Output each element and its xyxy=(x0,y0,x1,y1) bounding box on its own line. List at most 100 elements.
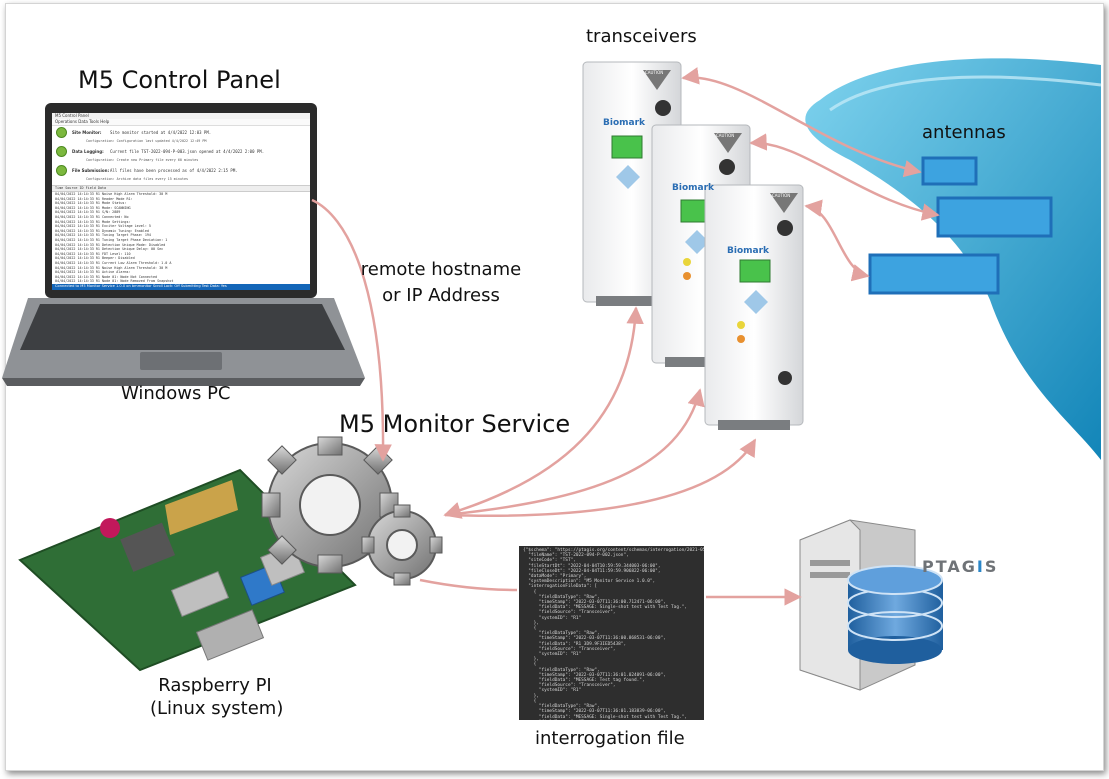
ptagis-logo-text: I xyxy=(976,557,985,576)
status-message: All files have been processed as of 4/4/… xyxy=(110,168,238,173)
json-line: "fieldDataType": "Raw", xyxy=(523,704,600,710)
status-ok-icon xyxy=(56,165,67,176)
json-line: "systemID": "R1" xyxy=(523,615,582,621)
status-row-site-monitor: Site Monitor: Site monitor started at 4/… xyxy=(52,126,310,139)
log-row[interactable]: 04/04/2022 14:14:33 R1 Node 01: Node Rem… xyxy=(55,279,174,284)
log-row[interactable]: 04/04/2022 14:14:33 R1 Current Low Alarm… xyxy=(55,260,172,265)
transceivers-label: transceivers xyxy=(586,26,697,47)
log-row[interactable]: 04/04/2022 14:14:33 R1 Mode Status: xyxy=(55,201,127,206)
arrow-service-to-transceiver-2 xyxy=(444,388,705,517)
log-row[interactable]: 04/04/2022 14:14:33 R1 FDT Level: 110 xyxy=(55,251,131,256)
arrow-antenna-2-to-transceiver-2 xyxy=(749,133,940,221)
json-line: }, xyxy=(523,693,539,699)
monitor-service-title: M5 Monitor Service xyxy=(339,410,571,438)
log-row[interactable]: 04/04/2022 14:14:33 R1 Connected: No xyxy=(55,214,129,219)
json-line: "fieldDataType": "Raw", xyxy=(523,594,600,600)
json-line: "siteCode": "TST", xyxy=(523,558,576,564)
json-line: "dataMode": "Primary", xyxy=(523,574,587,580)
caution-label: CAUTION xyxy=(772,193,791,198)
json-line: "fieldDataType": "Raw", xyxy=(523,667,600,673)
json-line: }, xyxy=(523,620,539,626)
json-line: "fileStartDt": "2022-04-04T10:59:59.3440… xyxy=(523,563,661,569)
raspberry-pi-label: Raspberry PI xyxy=(158,675,272,696)
json-line: "fieldSource": "Transceiver", xyxy=(523,610,616,616)
json-line: "fieldDataType": "Raw", xyxy=(523,631,600,637)
json-line: { xyxy=(523,626,537,632)
interrogation-file-label: interrogation file xyxy=(535,728,685,749)
arrow-service-to-transceiver-3 xyxy=(444,438,757,517)
log-row[interactable]: 04/04/2022 14:14:33 R1 Reader Mode R1: xyxy=(55,196,133,201)
status-config: Configuration: Configuration last update… xyxy=(86,139,207,143)
control-panel-screen: M5 Control Panel Operations Data Tools H… xyxy=(52,113,310,290)
json-line: "fieldData": "MESSAGE: Test tag found.", xyxy=(523,678,645,684)
database-icon xyxy=(847,565,943,664)
json-line: "timeStamp": "2022-03-07T11:36:01.183839… xyxy=(523,709,666,715)
json-line: "fieldData": "MESSAGE: Single-shot test … xyxy=(523,605,687,611)
log-row[interactable]: 04/04/2022 14:14:33 R1 Beeper: Disabled xyxy=(55,256,135,261)
caution-label: CAUTION xyxy=(645,70,664,75)
caution-label: CAUTION xyxy=(716,133,735,138)
log-row[interactable]: 04/04/2022 14:14:33 R1 Active Alarms: xyxy=(55,270,131,275)
json-line: }, xyxy=(523,657,539,663)
status-ok-icon xyxy=(56,127,67,138)
transceiver-3 xyxy=(704,184,804,430)
antenna-3 xyxy=(868,253,1000,295)
log-row[interactable]: 04/04/2022 14:14:33 R1 Exciter Voltage L… xyxy=(55,224,151,229)
interrogation-file-preview: {"$schema": "https://ptagis.org/content/… xyxy=(519,546,704,720)
log-row[interactable]: 04/04/2022 14:14:33 R1 Detection Unique … xyxy=(55,242,166,247)
device-brand-label: Biomark xyxy=(672,183,715,193)
log-row[interactable]: 04/04/2022 14:14:33 R1 Noise High Alarm … xyxy=(55,265,168,270)
antenna-2 xyxy=(936,196,1053,238)
remote-hostname-label: remote hostname xyxy=(360,259,522,280)
log-row[interactable]: 04/04/2022 14:14:33 R1 Dynamic Tuning: E… xyxy=(55,228,149,233)
log-row[interactable]: 04/04/2022 14:14:33 R1 S/N: 2889 xyxy=(55,210,121,215)
status-name: Site Monitor: xyxy=(72,130,102,135)
log-row[interactable]: 04/04/2022 14:14:33 R1 Node 01: Node Not… xyxy=(55,274,158,279)
ptagis-logo-text: PTAG xyxy=(922,557,977,576)
json-line: "fileName": "TST-2022-094-P-002.json", xyxy=(523,553,629,559)
json-line: { xyxy=(523,662,537,668)
status-config: Configuration: Archive data files every … xyxy=(86,177,189,181)
json-line: "systemDescription": "M5 Monitor Service… xyxy=(523,579,656,585)
json-line: "fieldData": "R1 3D9.9F3IED5438", xyxy=(523,641,627,647)
log-row[interactable]: 04/04/2022 14:14:33 R1 Tuning Target Pha… xyxy=(55,237,168,242)
arrow-antenna-3-to-transceiver-3 xyxy=(804,199,870,282)
arrow-service-to-transceiver-1 xyxy=(443,306,644,519)
status-name: File Submission: xyxy=(72,168,110,173)
log-row[interactable]: 04/04/2022 14:14:33 R1 Noise High Alarm … xyxy=(55,192,168,196)
status-message: Site monitor started at 4/4/2022 12:03 P… xyxy=(110,130,212,135)
status-row-data-logging: Data Logging: Current file TST-2022-094-… xyxy=(52,145,310,158)
log-header: Time Source ID Field Data xyxy=(52,185,310,192)
log-row[interactable]: 04/04/2022 14:14:33 R1 Mode Settings: xyxy=(55,219,131,224)
ip-address-label: or IP Address xyxy=(382,285,500,306)
windows-pc-label: Windows PC xyxy=(121,383,231,404)
antennas-label: antennas xyxy=(922,122,1006,143)
log-list[interactable]: 04/04/2022 14:14:33 R1 Noise High Alarm … xyxy=(52,192,310,290)
json-line: {"$schema": "https://ptagis.org/content/… xyxy=(523,548,704,553)
arrow-service-to-file xyxy=(419,578,518,592)
json-line: "timeStamp": "2022-03-07T11:36:00.868531… xyxy=(523,636,666,642)
json-line: "systemID": "R1" xyxy=(523,652,582,658)
log-row[interactable]: 04/04/2022 14:14:33 R1 Tuning Target Pha… xyxy=(55,233,151,238)
json-line: "fieldSource": "Transceiver", xyxy=(523,646,616,652)
device-brand-label: Biomark xyxy=(727,246,770,256)
ptagis-logo-text: S xyxy=(984,557,999,576)
log-row[interactable]: 04/04/2022 14:14:33 R1 Detection Unique … xyxy=(55,247,164,252)
json-line: "fieldData": "MESSAGE: Single-shot test … xyxy=(523,714,687,720)
json-line: { xyxy=(523,589,537,595)
json-line: "timeStamp": "2022-03-07T11:36:01.024091… xyxy=(523,672,666,678)
status-config: Configuration: Create new Primary file e… xyxy=(86,158,199,162)
status-bar: Connected to M5 Monitor Service 1.0.0 on… xyxy=(52,284,310,290)
control-panel-title: M5 Control Panel xyxy=(78,66,281,94)
linux-system-label: (Linux system) xyxy=(150,698,284,719)
arrow-laptop-to-service xyxy=(311,198,392,462)
json-line: "interrogationFileData": [ xyxy=(523,584,598,590)
status-name: Data Logging: xyxy=(72,149,104,154)
status-ok-icon xyxy=(56,146,67,157)
log-row[interactable]: 04/04/2022 14:14:33 R1 Mode: SCANNING xyxy=(55,205,131,210)
json-line: "timeStamp": "2022-03-07T11:36:00.712471… xyxy=(523,600,666,606)
status-message: Current file TST-2022-094-P-003.json ope… xyxy=(110,149,265,154)
window-title: M5 Control Panel xyxy=(52,113,310,119)
status-row-file-submission: File Submission: All files have been pro… xyxy=(52,164,310,177)
menu-bar[interactable]: Operations Data Tools Help xyxy=(52,119,310,126)
